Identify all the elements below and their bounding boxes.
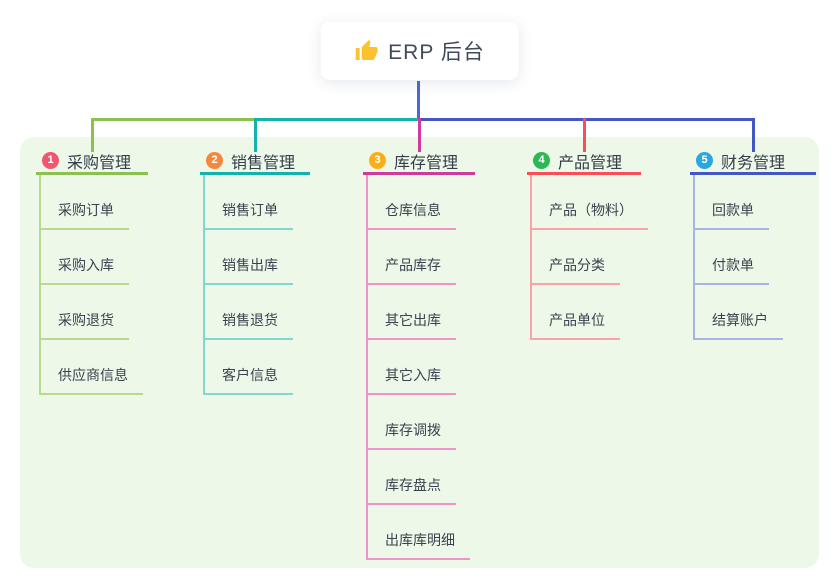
child-node[interactable]: 其它出库 [368,285,456,340]
thumbs-up-icon [354,39,378,63]
branch-children: 回款单 付款单 结算账户 [693,175,816,340]
child-node[interactable]: 产品库存 [368,230,456,285]
child-label: 采购入库 [58,257,114,273]
connector-bus-segment [91,118,257,121]
child-node[interactable]: 销售退货 [205,285,293,340]
child-label: 客户信息 [222,367,278,383]
child-label: 产品库存 [385,257,441,273]
child-node[interactable]: 采购退货 [41,285,129,340]
child-node[interactable]: 回款单 [695,175,769,230]
child-label: 库存盘点 [385,477,441,493]
branch-财务管理: 5 财务管理 回款单 付款单 结算账户 [690,149,816,340]
child-label: 产品分类 [549,257,605,273]
child-node[interactable]: 供应商信息 [41,340,143,395]
branch-label: 财务管理 [721,154,786,172]
child-node[interactable]: 产品单位 [532,285,620,340]
branch-采购管理: 1 采购管理 采购订单 采购入库 采购退货 供应商信息 [36,149,148,395]
branches-panel [20,137,819,568]
branch-label: 采购管理 [67,154,132,172]
root-title: ERP 后台 [388,41,485,64]
branch-label: 库存管理 [394,154,459,172]
child-node[interactable]: 客户信息 [205,340,293,395]
branch-销售管理: 2 销售管理 销售订单 销售出库 销售退货 客户信息 [200,149,310,395]
child-node[interactable]: 采购订单 [41,175,129,230]
child-label: 产品（物料） [549,202,633,218]
child-label: 销售出库 [222,257,278,273]
child-node[interactable]: 其它入库 [368,340,456,395]
branch-number-badge: 4 [533,152,550,169]
root-connector-line [417,81,420,121]
connector-bus-segment [254,118,421,121]
child-node[interactable]: 销售出库 [205,230,293,285]
child-node[interactable]: 销售订单 [205,175,293,230]
child-label: 回款单 [712,202,754,218]
branch-header[interactable]: 3 库存管理 [363,149,475,175]
child-node[interactable]: 库存盘点 [368,450,456,505]
branch-header[interactable]: 2 销售管理 [200,149,310,175]
branch-label: 销售管理 [231,154,296,172]
child-label: 采购订单 [58,202,114,218]
branch-库存管理: 3 库存管理 仓库信息 产品库存 其它出库 其它入库 库存调拨 库存盘点 出库库… [363,149,475,560]
branch-产品管理: 4 产品管理 产品（物料） 产品分类 产品单位 [527,149,648,340]
branch-children: 采购订单 采购入库 采购退货 供应商信息 [39,175,148,395]
branch-drop-line [752,118,755,152]
child-node[interactable]: 出库库明细 [368,505,470,560]
child-label: 出库库明细 [385,532,455,548]
branch-children: 销售订单 销售出库 销售退货 客户信息 [203,175,310,395]
child-label: 仓库信息 [385,202,441,218]
child-label: 产品单位 [549,312,605,328]
child-node[interactable]: 产品分类 [532,230,620,285]
child-node[interactable]: 付款单 [695,230,769,285]
child-label: 其它入库 [385,367,441,383]
child-label: 付款单 [712,257,754,273]
branch-header[interactable]: 4 产品管理 [527,149,641,175]
child-label: 销售订单 [222,202,278,218]
branch-header[interactable]: 5 财务管理 [690,149,816,175]
branch-drop-line [583,118,586,152]
branch-number-badge: 3 [369,152,386,169]
branch-number-badge: 1 [42,152,59,169]
child-label: 采购退货 [58,312,114,328]
branch-drop-line [254,118,257,152]
child-node[interactable]: 仓库信息 [368,175,456,230]
branch-number-badge: 2 [206,152,223,169]
child-node[interactable]: 产品（物料） [532,175,648,230]
child-label: 结算账户 [712,312,768,328]
root-node[interactable]: ERP 后台 [320,22,519,80]
child-label: 供应商信息 [58,367,128,383]
child-label: 库存调拨 [385,422,441,438]
branch-number-badge: 5 [696,152,713,169]
branch-children: 仓库信息 产品库存 其它出库 其它入库 库存调拨 库存盘点 出库库明细 [366,175,475,560]
child-node[interactable]: 库存调拨 [368,395,456,450]
child-node[interactable]: 结算账户 [695,285,783,340]
connector-bus-segment [418,118,755,121]
child-node[interactable]: 采购入库 [41,230,129,285]
branch-label: 产品管理 [558,154,623,172]
branch-children: 产品（物料） 产品分类 产品单位 [530,175,648,340]
branch-header[interactable]: 1 采购管理 [36,149,148,175]
branch-drop-line [91,118,94,152]
branch-drop-line [418,118,421,152]
child-label: 销售退货 [222,312,278,328]
child-label: 其它出库 [385,312,441,328]
